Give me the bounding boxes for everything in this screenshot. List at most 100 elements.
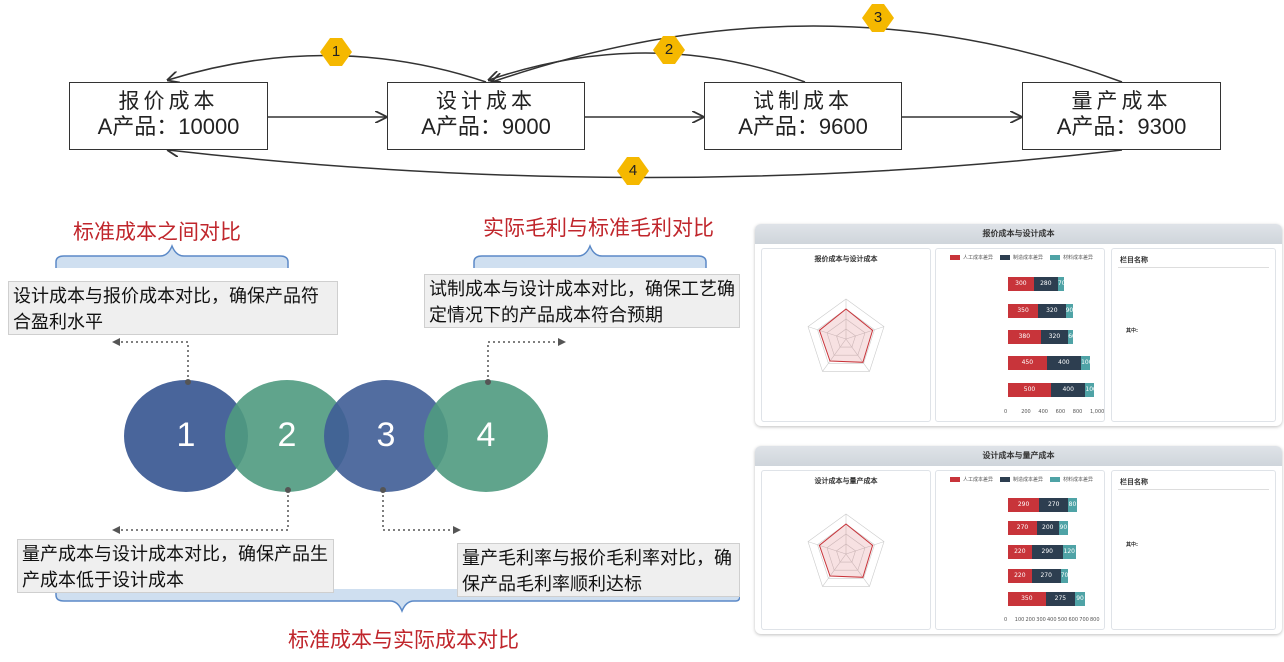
bar-segment: 320: [1038, 303, 1066, 318]
marker-hex-1: [320, 38, 352, 66]
legend-swatch: [950, 477, 960, 482]
bar-segment: 220: [1008, 545, 1032, 559]
bar-segment: 90: [1058, 521, 1069, 536]
side-title: 栏目名称: [1120, 256, 1148, 264]
connector-2: [118, 490, 289, 531]
radar-title: 报价成本与设计成本: [814, 255, 878, 263]
note-margin-comparison: 量产毛利率与报价毛利率对比，确保产品毛利率顺利达标: [457, 543, 740, 597]
bar-segment: 500: [1008, 382, 1051, 397]
bar-segment: 270: [1039, 497, 1069, 512]
box-title: 设计成本: [436, 89, 536, 113]
bar-segment: 90: [1065, 303, 1074, 318]
box-title: 试制成本: [753, 89, 853, 113]
marker-hex-3: [862, 4, 894, 32]
axis-tick: 600: [1068, 617, 1079, 623]
axis-tick: 600: [1055, 409, 1066, 415]
axis-tick: 300: [1036, 617, 1046, 623]
legend-swatch: [950, 255, 960, 260]
bar-segment: 120: [1062, 545, 1076, 559]
circle-4: [424, 380, 548, 492]
radar-panel: 设计成本与量产成本: [761, 470, 931, 630]
bar-segment: 220: [1008, 568, 1032, 583]
circle-3: [324, 380, 448, 492]
dashboard-header: [755, 446, 1282, 466]
axis-tick: 1,000: [1090, 409, 1105, 415]
bar-segment: 100: [1085, 382, 1097, 397]
radar-title: 设计成本与量产成本: [814, 477, 878, 485]
legend-label: 人工成本差异: [963, 255, 994, 261]
side-label: 其中:: [1126, 542, 1138, 548]
connector-3: [382, 490, 455, 531]
heading-actual-vs-standard-margin: 实际毛利与标准毛利对比: [483, 216, 714, 240]
bar-segment: 350: [1008, 303, 1039, 318]
legend-swatch: [1000, 477, 1010, 482]
axis-tick: 0: [1004, 409, 1008, 415]
note-mass-vs-design: 量产成本与设计成本对比，确保产品生产成本低于设计成本: [17, 539, 334, 593]
bar-segment: 70: [1057, 277, 1066, 292]
axis-tick: 200: [1025, 617, 1036, 623]
circle-label-3: 3: [376, 416, 396, 454]
axis-tick: 500: [1057, 617, 1068, 623]
connector-4: [487, 341, 560, 382]
bar-segment: 450: [1008, 356, 1047, 371]
box-title: 量产成本: [1071, 89, 1172, 113]
axis-tick: 0: [1004, 617, 1008, 623]
dashboard-header: [755, 224, 1282, 244]
legend-swatch: [1000, 255, 1010, 260]
circle-label-4: 4: [476, 416, 496, 454]
note-trial-vs-design: 试制成本与设计成本对比，确保工艺确定情况下的产品成本符合预期: [424, 274, 740, 328]
brace-left: [55, 243, 289, 268]
curve-3: [492, 25, 1123, 82]
legend-label: 人工成本差异: [963, 477, 994, 483]
circle-label-2: 2: [277, 416, 297, 454]
bar-segment: 200: [1037, 521, 1059, 536]
bar-segment: 290: [1008, 497, 1040, 512]
bar-segment: 70: [1060, 568, 1068, 583]
legend-label: 材料成本差异: [1063, 255, 1094, 261]
legend-label: 制造成本差异: [1013, 255, 1044, 261]
bar-segment: 100: [1081, 356, 1093, 371]
axis-tick: 800: [1072, 409, 1083, 415]
heading-standard-vs-standard: 标准成本之间对比: [73, 220, 241, 244]
legend-label: 材料成本差异: [1063, 477, 1094, 483]
bar-segment: 290: [1031, 545, 1063, 559]
bar-segment: 270: [1031, 568, 1061, 583]
box-value: A产品：10000: [97, 114, 240, 139]
bar-segment: 400: [1046, 356, 1082, 371]
circle-label-1: 1: [176, 416, 196, 454]
box-mass-cost: 量产成本 A产品：9300: [1022, 82, 1221, 150]
marker-hex-4: [617, 157, 649, 185]
bar-segment: 90: [1075, 592, 1085, 607]
radar-chart: [807, 298, 885, 372]
marker-hex-2: [653, 36, 685, 64]
axis-tick: 100: [1014, 617, 1025, 623]
bar-segment: 80: [1068, 497, 1077, 512]
circle-2: [225, 380, 349, 492]
legend-swatch: [1050, 477, 1060, 482]
heading-standard-vs-actual: 标准成本与实际成本对比: [288, 628, 519, 652]
legend-swatch: [1050, 255, 1060, 260]
bar-segment: 380: [1008, 330, 1041, 344]
axis-tick: 200: [1021, 409, 1031, 415]
axis-tick: 700: [1079, 617, 1089, 623]
note-design-vs-quote: 设计成本与报价成本对比，确保产品符合盈利水平: [8, 281, 338, 335]
bar-segment: 300: [1008, 277, 1034, 292]
connector-1: [118, 341, 189, 382]
bar-segment: 275: [1045, 592, 1076, 607]
flow-connectors: [0, 4, 1123, 185]
radar-chart: [807, 513, 885, 587]
brace-right: [473, 243, 707, 268]
legend-label: 制造成本差异: [1013, 477, 1044, 483]
curve-4: [168, 150, 1123, 179]
box-quote-cost: 报价成本 A产品：10000: [69, 82, 268, 150]
axis-tick: 400: [1047, 617, 1057, 623]
side-label: 其中:: [1126, 328, 1138, 334]
bar-segment: 320: [1040, 330, 1069, 344]
box-trial-cost: 试制成本 A产品：9600: [704, 82, 902, 150]
side-panel: 栏目名称其中:: [1111, 248, 1276, 422]
